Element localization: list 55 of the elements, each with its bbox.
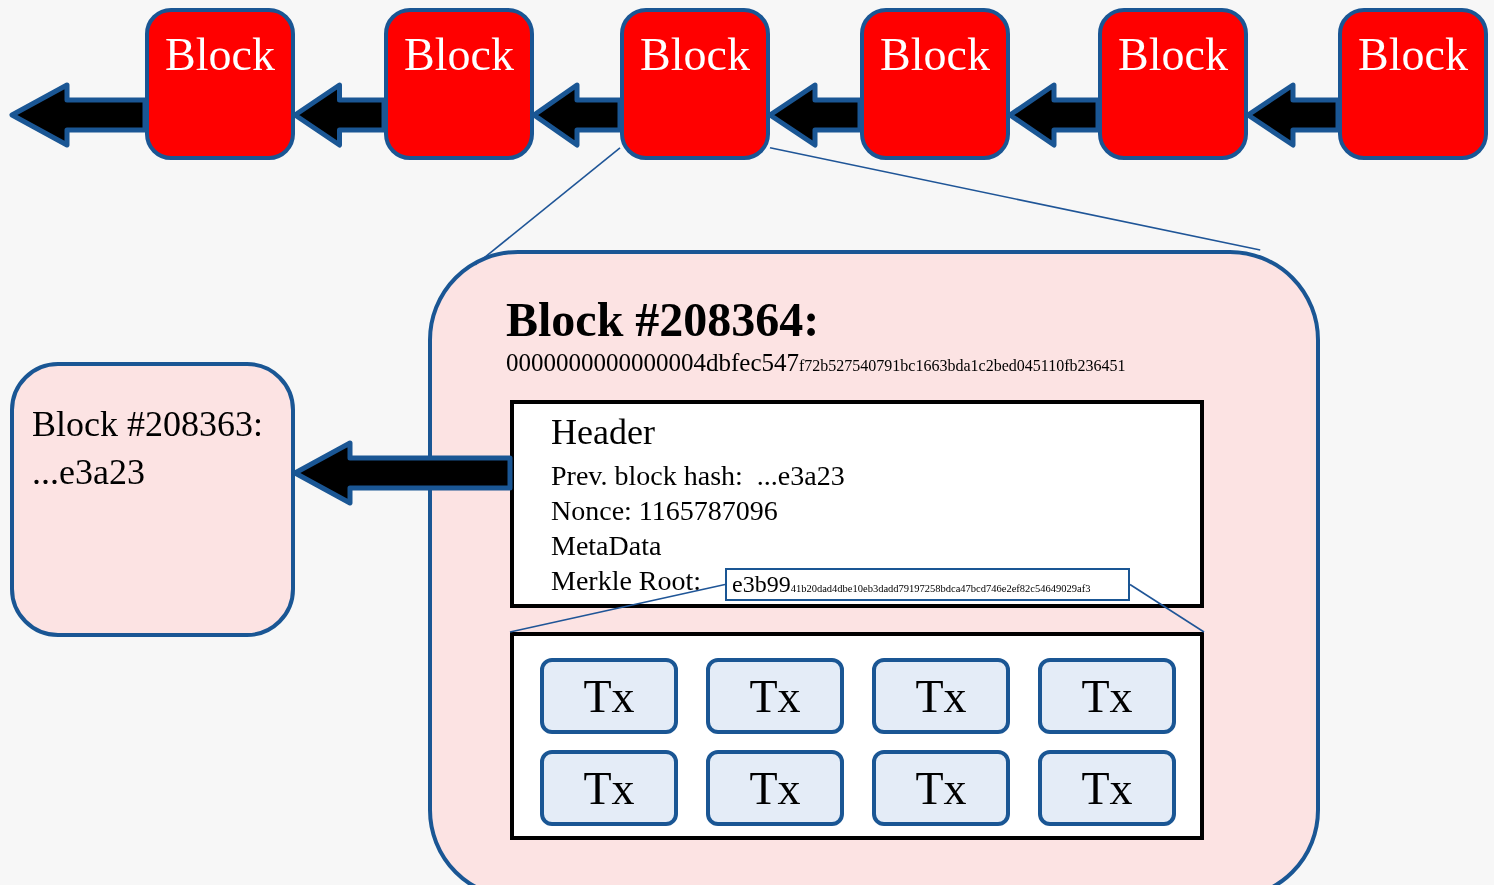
- merkle-root-hash: e3b99: [732, 570, 791, 599]
- transaction-box: [706, 750, 844, 826]
- transaction-label: Tx: [748, 670, 802, 724]
- transaction-label: Tx: [582, 762, 636, 816]
- transaction-box: [872, 658, 1010, 734]
- block-label: Block: [879, 28, 991, 82]
- header-box: [510, 400, 1204, 608]
- transaction-box: [706, 658, 844, 734]
- transaction-label: Tx: [748, 762, 802, 816]
- previous-block-box: [10, 362, 295, 637]
- block-hash: ...e3a23: [32, 451, 145, 494]
- block-label: Block: [1357, 28, 1469, 82]
- transaction-box: [872, 750, 1010, 826]
- block-arrow: [292, 440, 513, 506]
- transaction-box: [540, 658, 678, 734]
- header-title: Header: [551, 414, 655, 450]
- block-box: [620, 8, 770, 160]
- merkle-root-label: Merkle Root:: [551, 564, 702, 598]
- block-label: Block: [403, 28, 515, 82]
- transaction-label: Tx: [914, 670, 968, 724]
- block-hash: 0000000000000004dbfec547: [506, 348, 800, 378]
- transaction-label: Tx: [914, 762, 968, 816]
- block-hash: f72b527540791bc1663bda1c2bed045110fb236451: [799, 357, 1126, 376]
- transaction-box: [540, 750, 678, 826]
- block-box: [145, 8, 295, 160]
- block-arrow: [9, 82, 148, 148]
- zoom-line: [509, 583, 726, 633]
- block-title: Block #208364:: [506, 292, 820, 348]
- zoom-line: [474, 147, 621, 266]
- block-box: [1098, 8, 1248, 160]
- merkle-root-hash: 41b20dad4dbe10eb3dadd79197258bdca47bcd746e2ef82c54649029af3: [790, 583, 1091, 596]
- block-arrow: [292, 82, 387, 148]
- block-arrow: [767, 82, 863, 148]
- transaction-label: Tx: [582, 670, 636, 724]
- transaction-label: Tx: [1080, 762, 1134, 816]
- merkle-root-box: [725, 568, 1130, 601]
- zoom-line: [769, 147, 1262, 251]
- nonce-field: Nonce: 1165787096: [551, 493, 778, 529]
- block-arrow: [531, 82, 623, 148]
- block-label: Block: [1117, 28, 1229, 82]
- block-label: Block: [639, 28, 751, 82]
- transaction-box: [1038, 750, 1176, 826]
- metadata-field: MetaData: [551, 528, 662, 564]
- block-label: Block: [164, 28, 276, 82]
- block-title: Block #208363:: [32, 403, 263, 446]
- previous-hash-field: Prev. block hash: ...e3a23: [551, 458, 845, 494]
- transaction-label: Tx: [1080, 670, 1134, 724]
- block-arrow: [1245, 82, 1341, 148]
- block-detail-panel: [428, 250, 1320, 885]
- transactions-box: [510, 632, 1204, 840]
- block-arrow: [1007, 82, 1101, 148]
- block-box: [1338, 8, 1488, 160]
- transaction-box: [1038, 658, 1176, 734]
- block-box: [384, 8, 534, 160]
- block-box: [860, 8, 1010, 160]
